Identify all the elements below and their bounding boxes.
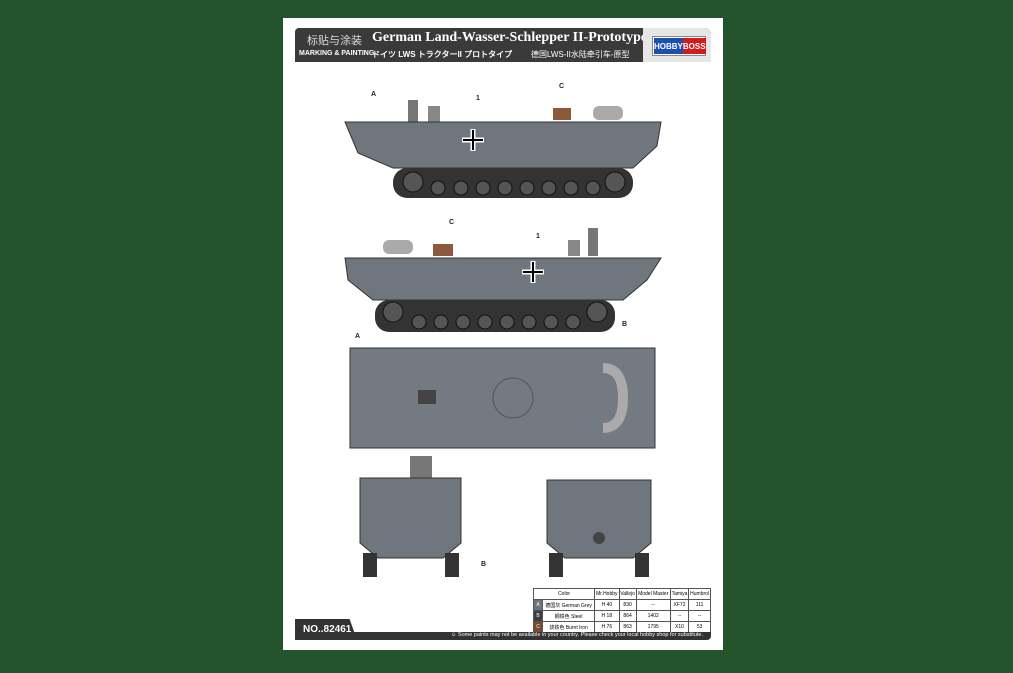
color-cn: 烧铁色 bbox=[549, 624, 565, 631]
swatch: B bbox=[533, 610, 543, 622]
cell: 1402 bbox=[635, 610, 671, 622]
table-row: C 烧铁色 Burnt Iron H 76 863 1795 X10 53 bbox=[533, 621, 711, 633]
subtitle-jp: ドイツ LWS トラクターII プロトタイプ bbox=[372, 50, 513, 59]
callout-1: 1 bbox=[536, 233, 540, 240]
swatch: A bbox=[533, 599, 543, 611]
cell: H 76 bbox=[594, 621, 620, 633]
logo-part2: BOSS bbox=[682, 38, 706, 54]
col-modelmaster: Model Master bbox=[635, 588, 671, 600]
paint-table: Color Mr.Hobby Vallejo Model Master Tami… bbox=[532, 588, 711, 633]
header-bar: 标贴与涂装 MARKING & PAINTING German Land-Was… bbox=[295, 28, 711, 62]
callout-b: B bbox=[622, 321, 627, 328]
instruction-sheet: 标贴与涂装 MARKING & PAINTING German Land-Was… bbox=[283, 18, 723, 650]
cell: -- bbox=[635, 599, 671, 611]
color-en: Steel bbox=[571, 613, 583, 620]
color-name: 钢铁色 Steel bbox=[541, 610, 596, 622]
color-en: German Grey bbox=[561, 602, 592, 609]
callout-a: A bbox=[371, 91, 376, 98]
color-name: 德国灰 German Grey bbox=[541, 599, 596, 611]
rear-view bbox=[546, 479, 652, 577]
cell: -- bbox=[669, 610, 690, 622]
col-mrhobby: Mr.Hobby bbox=[594, 588, 620, 600]
callout-b: B bbox=[481, 561, 486, 568]
top-view: A bbox=[349, 333, 656, 449]
cell: 1795 bbox=[635, 621, 671, 633]
table-row: A 德国灰 German Grey H 40 830 -- XF72 111 bbox=[533, 599, 711, 611]
col-vallejo: Vallejo bbox=[618, 588, 637, 600]
callout-1: 1 bbox=[476, 95, 480, 102]
cell: 111 bbox=[688, 599, 711, 611]
front-view: B bbox=[359, 456, 486, 577]
title-en: MARKING & PAINTING bbox=[299, 50, 375, 57]
col-tamiya: Tamiya bbox=[669, 588, 690, 600]
cell: H 40 bbox=[594, 599, 620, 611]
page-title: German Land-Wasser-Schlepper II-Prototyp… bbox=[372, 30, 648, 45]
color-name: 烧铁色 Burnt Iron bbox=[541, 621, 596, 633]
swatch: C bbox=[533, 621, 543, 633]
cell: XF72 bbox=[669, 599, 690, 611]
color-cn: 德国灰 bbox=[545, 602, 561, 609]
cell: 864 bbox=[618, 610, 637, 622]
footnote: ☺ Some paints may not be available in yo… bbox=[450, 632, 703, 638]
footer-bar: ☺ Some paints may not be available in yo… bbox=[295, 632, 711, 640]
cell: 863 bbox=[618, 621, 637, 633]
cell: -- bbox=[688, 610, 711, 622]
callout-a: A bbox=[355, 333, 360, 340]
cell: H 18 bbox=[594, 610, 620, 622]
logo-part1: HOBBY bbox=[654, 38, 683, 54]
subtitle-cn: 德国LWS-II水陆牵引车-原型 bbox=[531, 50, 630, 59]
col-color: Color bbox=[532, 588, 596, 600]
cell: 53 bbox=[688, 621, 711, 633]
side-view-left: A 1 C bbox=[344, 83, 662, 198]
cell: 830 bbox=[618, 599, 637, 611]
cell: X10 bbox=[669, 621, 690, 633]
vehicle-drawings: A 1 C C 1 B A B bbox=[344, 83, 662, 577]
color-cn: 钢铁色 bbox=[554, 613, 570, 620]
col-humbrol: Humbrol bbox=[688, 588, 711, 600]
color-en: Burnt Iron bbox=[565, 624, 588, 631]
title-cn: 标贴与涂装 bbox=[307, 35, 362, 47]
side-view-right: C 1 B bbox=[344, 219, 662, 332]
callout-c: C bbox=[449, 219, 454, 226]
table-row: B 钢铁色 Steel H 18 864 1402 -- -- bbox=[533, 610, 711, 622]
callout-c: C bbox=[559, 83, 564, 90]
